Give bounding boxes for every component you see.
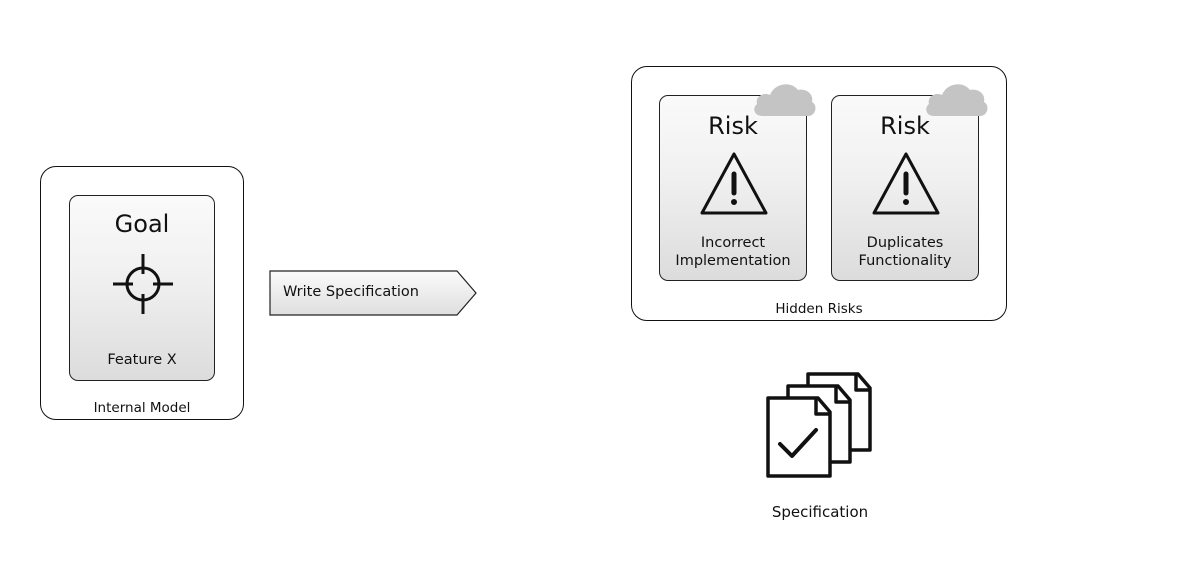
warning-triangle-icon: [872, 152, 940, 215]
risk-title: Risk: [880, 112, 930, 140]
write-specification-label: Write Specification: [283, 284, 419, 300]
write-specification-arrow: Write Specification: [269, 270, 479, 316]
hidden-risks-label: Hidden Risks: [775, 301, 863, 317]
risk-subtitle-line2: Functionality: [858, 253, 952, 269]
internal-model-container: Goal Feature X Internal Model: [40, 166, 244, 420]
cloud-icon: [754, 84, 816, 116]
risk-subtitle-line1: Duplicates: [866, 235, 944, 251]
risk-card-incorrect-implementation: Risk Incorrect Implementation: [659, 95, 807, 281]
risk-subtitle-line1: Incorrect: [700, 235, 766, 251]
cloud-icon: [926, 84, 988, 116]
internal-model-label: Internal Model: [93, 400, 191, 416]
crosshair-icon: [113, 254, 173, 314]
risk-subtitle-line2: Implementation: [675, 253, 791, 269]
risk-title: Risk: [708, 112, 758, 140]
risk-card-duplicates-functionality: Risk Duplicates Functionality: [831, 95, 979, 281]
specification-label: Specification: [771, 503, 869, 521]
warning-triangle-icon: [700, 152, 768, 215]
goal-title: Goal: [114, 210, 170, 238]
arrow-right-pentagon: [269, 270, 477, 316]
documents-checkmark-icon: [766, 372, 872, 478]
goal-subtitle: Feature X: [107, 352, 177, 368]
goal-card: Goal Feature X: [69, 195, 215, 381]
